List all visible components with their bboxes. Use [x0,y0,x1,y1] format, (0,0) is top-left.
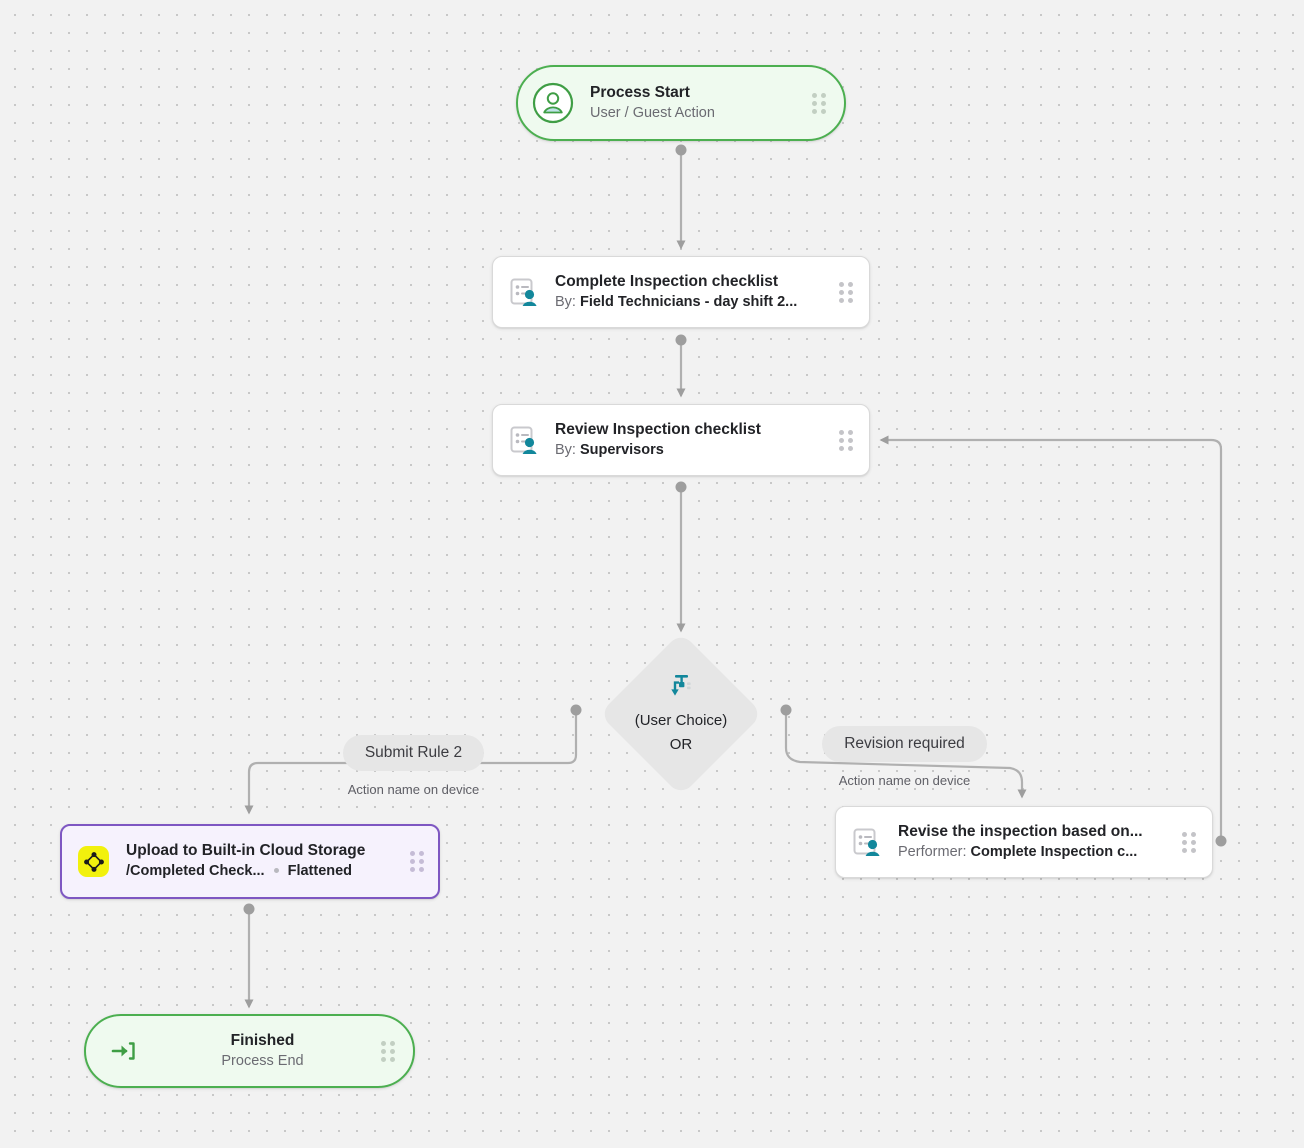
drag-handle-icon[interactable] [381,1040,395,1062]
node-finished[interactable]: Finished Process End [84,1014,415,1088]
drag-handle-icon[interactable] [839,429,853,451]
separator-dot-icon [273,867,279,873]
handle-upload-bottom [243,903,255,915]
node-subtitle-value: Complete Inspection c... [970,843,1138,860]
node-title: Upload to Built-in Cloud Storage [126,842,366,860]
node-upload-body: Upload to Built-in Cloud Storage /Comple… [126,841,400,881]
branch-chip[interactable]: Submit Rule 2 [342,735,485,771]
node-subtitle: /Completed Check... Flattened [126,862,400,882]
node-subtitle-prefix: Performer: [898,843,971,860]
node-subtitle: By: Supervisors [555,441,829,461]
node-subtitle: User / Guest Action [590,104,715,121]
node-process-start-body: Process Start User / Guest Action [590,83,802,123]
node-subtitle-prefix: By: [555,441,580,458]
node-title: Finished [230,1031,295,1049]
drag-handle-icon[interactable] [839,281,853,303]
node-process-start[interactable]: Process Start User / Guest Action [516,65,846,141]
branch-caption: Action name on device [838,773,971,788]
decision-branch-icon [667,673,695,704]
branch-label-submit-rule-2[interactable]: Submit Rule 2 Action name on device [306,735,521,797]
node-complete-inspection-checklist[interactable]: Complete Inspection checklist By: Field … [492,256,870,328]
user-circle-icon [532,82,574,124]
handle-review-bottom [675,481,687,493]
checklist-person-icon [507,276,539,308]
node-finished-body: Finished Process End [154,1031,371,1071]
drag-handle-icon[interactable] [410,851,424,872]
node-title: Process Start [590,83,690,101]
node-subtitle-value: Supervisors [579,441,664,458]
drag-handle-icon[interactable] [812,92,826,114]
node-revise-inspection-body: Revise the inspection based on... Perfor… [898,822,1172,862]
gateway-content: (User Choice) OR [599,632,763,796]
handle-revise-right [1215,835,1227,847]
drag-handle-icon[interactable] [1182,831,1196,853]
checklist-person-icon [850,826,882,858]
node-subtitle: Performer: Complete Inspection c... [898,843,1172,863]
branch-caption: Action name on device [347,782,480,797]
node-subtitle-path: /Completed Check... [126,863,265,880]
node-revise-inspection[interactable]: Revise the inspection based on... Perfor… [835,806,1213,878]
node-title: Review Inspection checklist [555,420,761,438]
handle-gateway-left [570,704,582,716]
branch-label-revision-required[interactable]: Revision required Action name on device [797,726,1012,788]
branch-chip[interactable]: Revision required [822,726,987,762]
node-complete-inspection-body: Complete Inspection checklist By: Field … [555,272,829,312]
node-subtitle-mode: Flattened [287,863,353,880]
node-gateway-user-choice[interactable]: (User Choice) OR [598,631,764,797]
node-upload-cloud-storage[interactable]: Upload to Built-in Cloud Storage /Comple… [60,824,440,899]
node-title: Complete Inspection checklist [555,272,779,290]
node-subtitle-value: Field Technicians - day shift 2... [579,293,798,310]
exit-arrow-icon [108,1036,138,1066]
node-subtitle: By: Field Technicians - day shift 2... [555,293,829,313]
node-review-inspection-checklist[interactable]: Review Inspection checklist By: Supervis… [492,404,870,476]
node-subtitle: Process End [221,1052,304,1069]
gateway-label-line1: (User Choice) [634,711,728,729]
integration-node-icon [78,846,109,877]
node-review-inspection-body: Review Inspection checklist By: Supervis… [555,420,829,460]
gateway-label-line2: OR [669,735,693,753]
checklist-person-icon [507,424,539,456]
handle-gateway-right [780,704,792,716]
node-subtitle-prefix: By: [555,293,580,310]
handle-complete-bottom [675,334,687,346]
node-title: Revise the inspection based on... [898,822,1143,840]
handle-start-bottom [675,144,687,156]
